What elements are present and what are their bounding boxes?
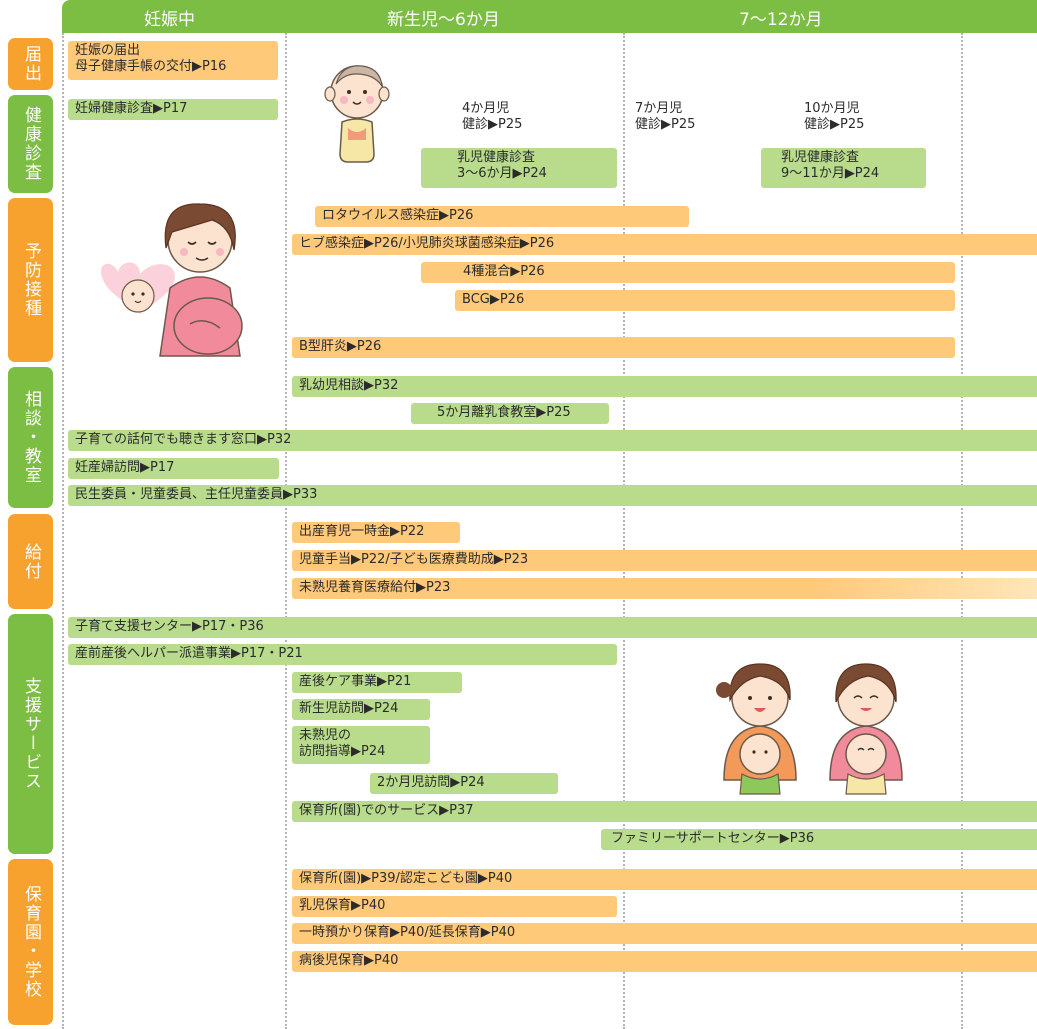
category-support-services: 支援サービス [8, 614, 53, 854]
bar-child-allowance: 児童手当▶P22/子ども医療費助成▶P23 [292, 550, 1037, 571]
grid-line [62, 33, 64, 1029]
category-health-checkup: 健康診査 [8, 95, 53, 193]
bar-rotavirus: ロタウイルス感染症▶P26 [315, 206, 689, 227]
baby-illustration [324, 65, 390, 163]
bar-nursery-certified: 保育所(園)▶P39/認定こども園▶P40 [292, 869, 1037, 890]
period-newborn-6-months: 新生児〜6か月 [387, 10, 500, 30]
bar-hepatitis-b: B型肝炎▶P26 [292, 337, 955, 358]
category-notification: 届出 [8, 38, 53, 90]
bar-helper-dispatch: 産前産後ヘルパー派遣事業▶P17・P21 [68, 644, 617, 665]
label-10-month-checkup: 10か月児 健診▶P25 [804, 101, 865, 132]
pregnant-woman-illustration [101, 203, 243, 357]
bar-premature-medical-benefit: 未熟児養育医療給付▶P23 [292, 578, 1037, 599]
bar-hib-pneumococcal: ヒブ感染症▶P26/小児肺炎球菌感染症▶P26 [292, 234, 1037, 255]
bar-newborn-visit: 新生児訪問▶P24 [292, 699, 430, 720]
bar-4-combined: 4種混合▶P26 [421, 262, 955, 283]
category-benefits: 給付 [8, 514, 53, 609]
bar-pregnancy-notification: 妊娠の届出 母子健康手帳の交付▶P16 [68, 41, 278, 80]
label-4-month-checkup: 4か月児 健診▶P25 [462, 101, 523, 132]
bar-infant-care: 乳児保育▶P40 [292, 896, 617, 917]
bar-sick-child-care: 病後児保育▶P40 [292, 951, 1037, 972]
bar-temporary-extended-care: 一時預かり保育▶P40/延長保育▶P40 [292, 923, 1037, 944]
period-pregnancy: 妊娠中 [144, 10, 195, 30]
bar-childbirth-lump-sum: 出産育児一時金▶P22 [292, 522, 460, 543]
bar-welfare-commissioners: 民生委員・児童委員、主任児童委員▶P33 [68, 485, 1037, 506]
bar-2-month-visit: 2か月児訪問▶P24 [370, 773, 558, 794]
bar-infant-checkup-3-6: 乳児健康診査 3〜6か月▶P24 [421, 148, 617, 188]
grid-line [623, 33, 625, 1029]
label-7-month-checkup: 7か月児 健診▶P25 [635, 101, 696, 132]
bar-postpartum-care: 産後ケア事業▶P21 [292, 672, 462, 693]
bar-family-support-center: ファミリーサポートセンター▶P36 [601, 829, 1037, 850]
category-nursery-school: 保育園・学校 [8, 859, 53, 1025]
period-7-12-months: 7〜12か月 [739, 10, 823, 30]
bar-weaning-class: 5か月離乳食教室▶P25 [411, 403, 609, 424]
period-header: 妊娠中 新生児〜6か月 7〜12か月 [62, 0, 1037, 33]
bar-infant-checkup-9-11: 乳児健康診査 9〜11か月▶P24 [761, 148, 926, 188]
grid-line [285, 33, 287, 1029]
category-vaccination: 予防接種 [8, 198, 53, 362]
mothers-with-babies-illustration [716, 663, 903, 795]
grid-line [961, 33, 963, 1029]
bar-nursery-services: 保育所(園)でのサービス▶P37 [292, 801, 1037, 822]
bar-premature-visit-guidance: 未熟児の 訪問指導▶P24 [292, 726, 430, 764]
bar-maternal-visit: 妊産婦訪問▶P17 [68, 458, 279, 479]
bar-bcg: BCG▶P26 [455, 290, 955, 311]
category-consultation: 相談・教室 [8, 367, 53, 508]
bar-infant-consultation: 乳幼児相談▶P32 [292, 376, 1037, 397]
bar-childcare-support-center: 子育て支援センター▶P17・P36 [68, 617, 1037, 638]
bar-prenatal-checkup: 妊婦健康診査▶P17 [68, 99, 278, 120]
bar-parenting-consultation-desk: 子育ての話何でも聴きます窓口▶P32 [68, 430, 1037, 451]
